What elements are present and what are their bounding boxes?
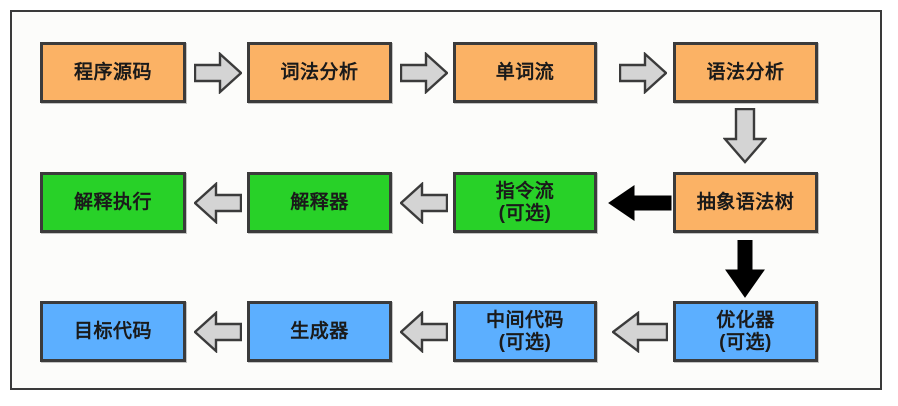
arrow-lexical-to-token (400, 52, 448, 94)
node-interpret-execute[interactable]: 解释执行 (40, 172, 186, 233)
node-optimizer[interactable]: 优化器 (可选) (673, 301, 818, 362)
node-lexical-analysis[interactable]: 词法分析 (247, 42, 392, 103)
node-syntax-analysis[interactable]: 语法分析 (673, 42, 818, 103)
node-abstract-syntax-tree[interactable]: 抽象语法树 (673, 172, 818, 233)
node-instruction-stream-label: 指令流 (可选) (495, 181, 555, 224)
node-source-code[interactable]: 程序源码 (40, 42, 186, 103)
node-generator[interactable]: 生成器 (247, 301, 392, 362)
node-abstract-syntax-tree-label: 抽象语法树 (696, 191, 795, 213)
arrow-syntax-to-ast (723, 108, 767, 164)
arrow-source-to-lexical (194, 52, 242, 94)
node-interpret-execute-label: 解释执行 (73, 191, 152, 213)
node-instruction-stream[interactable]: 指令流 (可选) (453, 172, 597, 233)
node-target-code[interactable]: 目标代码 (40, 301, 186, 362)
arrow-token-to-syntax (619, 52, 667, 94)
node-intermediate-code[interactable]: 中间代码 (可选) (453, 301, 597, 362)
node-intermediate-code-label: 中间代码 (可选) (485, 310, 564, 353)
node-source-code-label: 程序源码 (73, 61, 152, 83)
arrow-ast-to-optimizer (724, 240, 766, 298)
node-generator-label: 生成器 (290, 320, 349, 342)
node-token-stream[interactable]: 单词流 (453, 42, 597, 103)
arrow-interpreter-to-execute (194, 182, 242, 224)
node-interpreter-label: 解释器 (290, 191, 349, 213)
node-lexical-analysis-label: 词法分析 (280, 61, 359, 83)
node-interpreter[interactable]: 解释器 (247, 172, 392, 233)
node-target-code-label: 目标代码 (73, 320, 152, 342)
arrow-optimizer-to-intermediate (612, 311, 668, 353)
arrow-instruction-to-interpreter (400, 182, 448, 224)
node-token-stream-label: 单词流 (495, 61, 555, 83)
arrow-intermediate-to-generator (400, 311, 448, 353)
node-syntax-analysis-label: 语法分析 (706, 61, 785, 83)
arrow-generator-to-target (194, 311, 242, 353)
arrow-ast-to-instruction (608, 185, 672, 221)
node-optimizer-label: 优化器 (可选) (716, 310, 775, 353)
